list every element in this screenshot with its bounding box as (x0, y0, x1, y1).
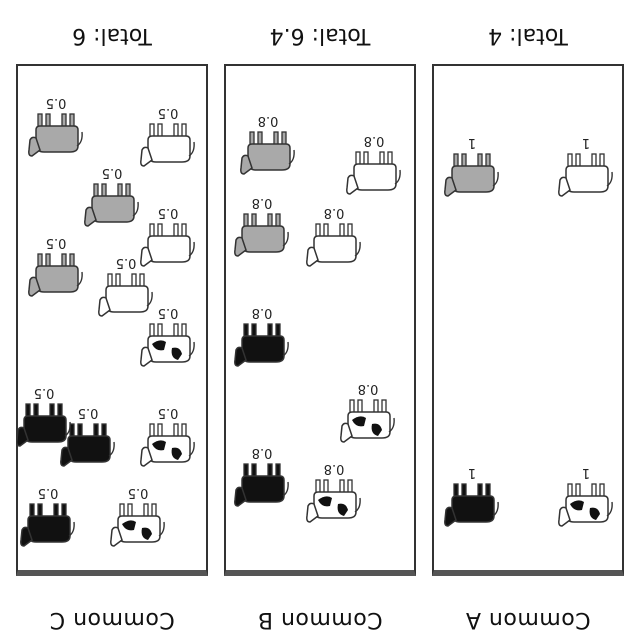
cow: 0.8 (346, 133, 402, 198)
commons-a-label: Common A (465, 607, 591, 632)
cow-weight-label: 0.5 (127, 485, 149, 500)
cow: 0.5 (60, 405, 116, 470)
cow: 0.5 (110, 485, 166, 550)
cow: 1 (558, 135, 614, 200)
commons-a-field: 1 1 1 1 (432, 64, 624, 576)
cow: 0.5 (98, 255, 154, 320)
cow: 0.8 (306, 461, 362, 526)
cow: 1 (444, 465, 500, 530)
cow: 0.5 (140, 105, 196, 170)
cow-icon (98, 273, 153, 317)
cow-icon (240, 131, 295, 175)
commons-b-field: 0.8 0.8 0.8 0.8 0.8 0.8 0.8 0.8 (224, 64, 416, 576)
cow-weight-label: 0.8 (257, 113, 279, 128)
cow-icon (340, 399, 395, 443)
cow: 0.8 (234, 445, 290, 510)
cow-weight-label: 0.8 (323, 461, 345, 476)
cow-weight-label: 0.8 (251, 445, 273, 460)
commons-a-total: Total: 4 (488, 23, 568, 48)
cow: 0.5 (140, 305, 196, 370)
cow-weight-label: 0.5 (45, 95, 67, 110)
cow: 0.8 (340, 381, 396, 446)
cow-icon (60, 423, 115, 467)
commons-c-label: Common C (49, 607, 175, 632)
cow-icon (558, 483, 613, 527)
cow-weight-label: 1 (581, 135, 591, 150)
cow-icon (346, 151, 401, 195)
commons-b-label: Common B (257, 607, 383, 632)
cow-weight-label: 0.5 (157, 105, 179, 120)
cow: 0.8 (234, 305, 290, 370)
commons-c-total: Total: 6 (72, 23, 152, 48)
cow-weight-label: 0.8 (363, 133, 385, 148)
cow-icon (28, 113, 83, 157)
cow-icon (84, 183, 139, 227)
cow-weight-label: 0.8 (323, 205, 345, 220)
cow-icon (20, 503, 75, 547)
cow: 0.8 (240, 113, 296, 178)
cow-weight-label: 0.8 (251, 305, 273, 320)
cow-icon (444, 153, 499, 197)
cow: 0.5 (140, 405, 196, 470)
commons-c-field: 0.5 0.5 0.5 0.5 0.5 0.5 0.5 0.5 0.5 0.5 … (16, 64, 208, 576)
cow-icon (140, 323, 195, 367)
cow-weight-label: 0.8 (251, 195, 273, 210)
cow-weight-label: 1 (581, 465, 591, 480)
cow-icon (140, 423, 195, 467)
cow-weight-label: 0.5 (157, 405, 179, 420)
cow-weight-label: 0.8 (357, 381, 379, 396)
cow-icon (110, 503, 165, 547)
cow: 0.5 (16, 385, 72, 450)
cow-weight-label: 1 (467, 465, 477, 480)
cow-icon (28, 253, 83, 297)
cow-weight-label: 0.5 (115, 255, 137, 270)
cow: 0.8 (234, 195, 290, 260)
cow: 0.5 (84, 165, 140, 230)
cow-weight-label: 0.5 (33, 385, 55, 400)
cow: 1 (558, 465, 614, 530)
cow-icon (234, 213, 289, 257)
cow: 0.5 (28, 95, 84, 160)
cow: 0.5 (28, 235, 84, 300)
cow-weight-label: 1 (467, 135, 477, 150)
cow-weight-label: 0.5 (37, 485, 59, 500)
cow-icon (444, 483, 499, 527)
cow: 1 (444, 135, 500, 200)
cow-icon (306, 223, 361, 267)
cow-icon (558, 153, 613, 197)
cow-weight-label: 0.5 (157, 205, 179, 220)
cow-weight-label: 0.5 (45, 235, 67, 250)
cow: 0.8 (306, 205, 362, 270)
cow-weight-label: 0.5 (157, 305, 179, 320)
cow-icon (140, 223, 195, 267)
cow-icon (306, 479, 361, 523)
cow: 0.5 (20, 485, 76, 550)
cow-weight-label: 0.5 (101, 165, 123, 180)
commons-b-total: Total: 6.4 (269, 23, 371, 48)
cow: 0.5 (140, 205, 196, 270)
cow-icon (16, 403, 71, 447)
cow-icon (234, 463, 289, 507)
cow-icon (140, 123, 195, 167)
cow-icon (234, 323, 289, 367)
